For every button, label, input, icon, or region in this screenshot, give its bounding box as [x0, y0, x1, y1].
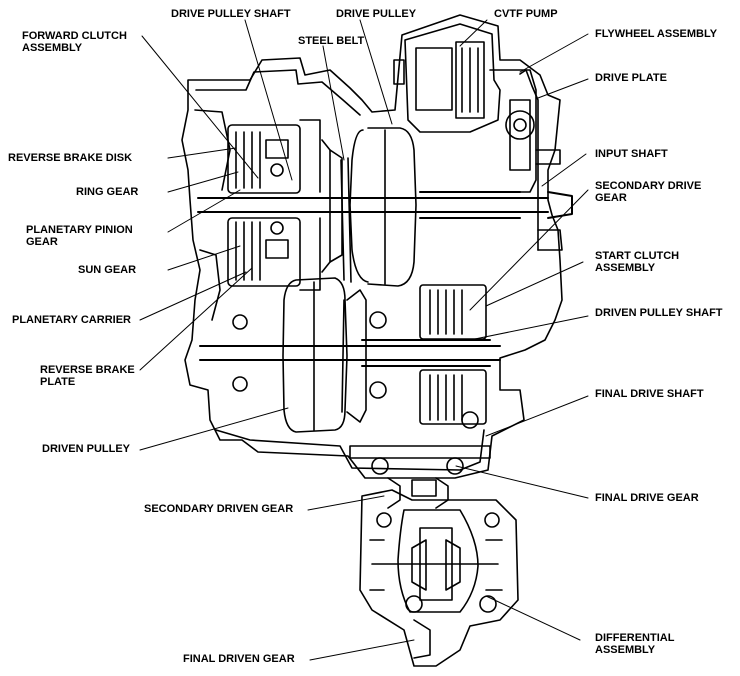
label-secondary-drive-gear: SECONDARY DRIVE GEAR [595, 180, 702, 204]
drive-pulley [321, 127, 417, 287]
label-drive-pulley-shaft: DRIVE PULLEY SHAFT [171, 8, 291, 20]
label-final-drive-gear: FINAL DRIVE GEAR [595, 492, 699, 504]
differential-assembly [359, 489, 519, 667]
leader-lines [139, 19, 589, 661]
label-planetary-carrier: PLANETARY CARRIER [12, 314, 131, 326]
driven-pulley [282, 277, 367, 433]
label-secondary-driven-gear: SECONDARY DRIVEN GEAR [144, 503, 294, 515]
transmission-housing [181, 14, 563, 479]
label-start-clutch-assembly: START CLUTCH ASSEMBLY [595, 250, 680, 274]
label-final-driven-gear: FINAL DRIVEN GEAR [183, 653, 295, 665]
label-differential-assembly: DIFFERENTIAL ASSEMBLY [595, 632, 675, 656]
label-planetary-pinion-gear: PLANETARY PINION GEAR [26, 224, 133, 248]
final-drive-shaft [349, 445, 491, 509]
label-driven-pulley-shaft: DRIVEN PULLEY SHAFT [595, 307, 723, 319]
label-drive-pulley: DRIVE PULLEY [336, 8, 417, 20]
label-final-drive-shaft: FINAL DRIVE SHAFT [595, 388, 704, 400]
label-cvtf-pump: CVTF PUMP [494, 8, 558, 20]
label-input-shaft: INPUT SHAFT [595, 148, 668, 160]
label-driven-pulley: DRIVEN PULLEY [42, 443, 131, 455]
label-ring-gear: RING GEAR [76, 186, 139, 198]
driven-pulley-shaft [199, 339, 501, 367]
cvtf-pump [393, 23, 501, 133]
label-steel-belt: STEEL BELT [298, 35, 365, 47]
label-reverse-brake-plate: REVERSE BRAKE PLATE [40, 364, 135, 388]
label-flywheel-assembly: FLYWHEEL ASSEMBLY [595, 28, 718, 40]
start-clutch-assembly [419, 284, 487, 425]
label-drive-plate: DRIVE PLATE [595, 72, 667, 84]
forward-clutch-and-planetary-set [227, 119, 321, 291]
steel-belt [340, 157, 352, 413]
label-reverse-brake-disk: REVERSE BRAKE DISK [8, 152, 133, 164]
label-forward-clutch-assembly: FORWARD CLUTCH ASSEMBLY [22, 30, 127, 54]
label-sun-gear: SUN GEAR [78, 264, 137, 276]
